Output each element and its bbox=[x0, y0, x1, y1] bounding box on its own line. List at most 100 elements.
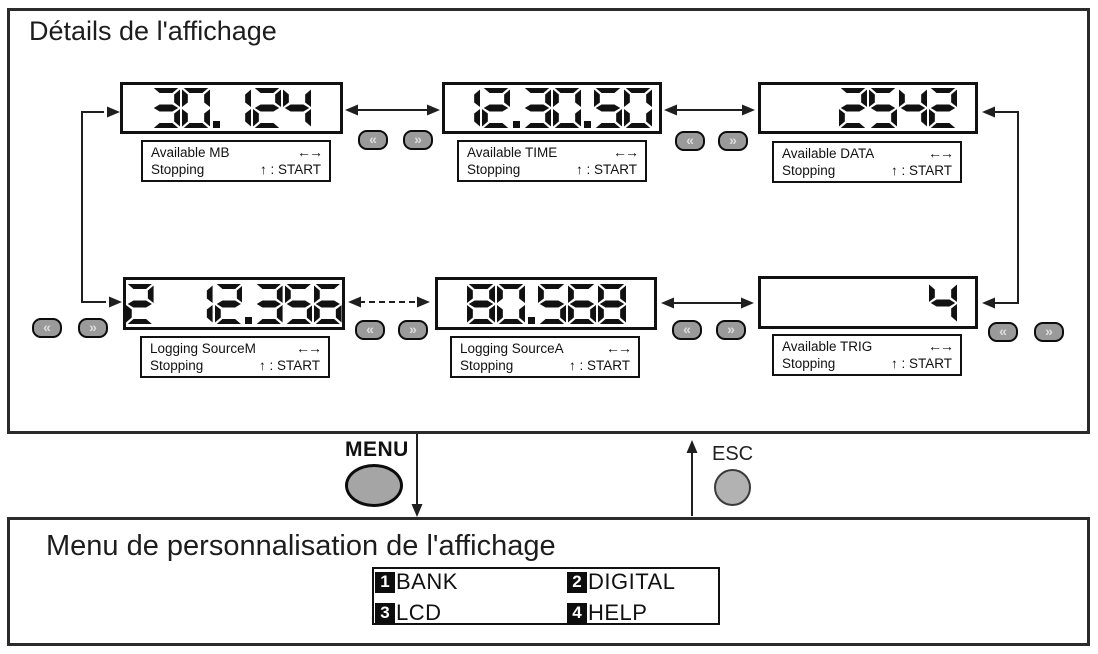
blank-digit bbox=[809, 88, 837, 128]
scroll-right-button[interactable]: » bbox=[718, 131, 748, 151]
seven-segment-digit bbox=[567, 283, 596, 324]
scroll-right-button[interactable]: » bbox=[1034, 322, 1064, 342]
seven-segment-digit bbox=[253, 88, 281, 128]
caption-status: Stopping bbox=[150, 358, 204, 373]
menu-item-bank[interactable]: 1 BANK bbox=[375, 569, 458, 595]
left-right-arrows: ←→ bbox=[613, 144, 639, 160]
scroll-right-button[interactable]: » bbox=[398, 320, 428, 340]
scroll-right-button[interactable]: » bbox=[716, 320, 746, 340]
menu-item-number: 2 bbox=[567, 571, 587, 593]
caption-name: Available TIME bbox=[467, 145, 558, 160]
scroll-left-button[interactable]: « bbox=[358, 130, 388, 150]
caption-status: Stopping bbox=[782, 163, 836, 178]
scroll-left-button[interactable]: « bbox=[32, 318, 62, 338]
caption-action: ↑ : START bbox=[568, 358, 630, 373]
seven-segment-digit bbox=[153, 88, 180, 128]
seven-segment-digit bbox=[314, 283, 343, 324]
lcd-screen-available-time bbox=[442, 82, 662, 134]
scroll-right-button[interactable]: » bbox=[403, 130, 433, 150]
menu-item-label: HELP bbox=[588, 600, 648, 625]
seven-segment-digit bbox=[256, 283, 283, 324]
lcd-screen-available-mb bbox=[120, 82, 343, 134]
blank-digit bbox=[869, 283, 897, 323]
seven-segment-digit bbox=[214, 283, 243, 324]
lcd-caption-available-time: Available TIME ←→ Stopping ↑ : START bbox=[457, 140, 647, 182]
seven-segment-digit bbox=[482, 88, 510, 128]
lcd-caption-available-trig: Available TRIG←→ Stopping↑ : START bbox=[772, 334, 962, 376]
caption-name: Logging SourceA bbox=[460, 341, 564, 356]
seven-segment-digit bbox=[524, 88, 551, 128]
caption-name: Available MB bbox=[151, 145, 230, 160]
esc-key-button[interactable] bbox=[714, 469, 751, 506]
scroll-left-button[interactable]: « bbox=[355, 320, 385, 340]
seven-segment-digit bbox=[869, 88, 897, 128]
left-right-arrows: ←→ bbox=[297, 144, 323, 160]
menu-key-button[interactable] bbox=[345, 464, 403, 507]
seven-segment-digit bbox=[537, 283, 566, 324]
caption-status: Stopping bbox=[782, 356, 836, 371]
scroll-left-button[interactable]: « bbox=[675, 131, 705, 151]
menu-item-label: BANK bbox=[396, 569, 458, 594]
menu-item-lcd[interactable]: 3 LCD bbox=[375, 600, 442, 626]
seven-segment-digit bbox=[284, 283, 313, 324]
menu-key-label: MENU bbox=[345, 438, 409, 461]
menu-item-number: 4 bbox=[567, 602, 587, 624]
lcd-caption-available-mb: Available MB ←→ Stopping ↑ : START bbox=[141, 140, 331, 182]
seven-segment-digit bbox=[839, 88, 867, 128]
seven-segment-digit bbox=[466, 283, 495, 324]
seven-segment-digit bbox=[594, 88, 622, 128]
seven-segment-digit bbox=[474, 89, 480, 127]
blank-digit bbox=[809, 283, 837, 323]
seven-segment-digit bbox=[125, 283, 154, 324]
customization-menu-box bbox=[372, 567, 720, 625]
blank-digit bbox=[779, 283, 807, 323]
menu-item-label: LCD bbox=[396, 600, 442, 625]
seven-segment-digit bbox=[929, 88, 957, 128]
lcd-screen-logging-sourcem bbox=[123, 277, 345, 330]
caption-action: ↑ : START bbox=[258, 358, 320, 373]
decimal-point bbox=[583, 88, 592, 128]
lcd-caption-logging-sourcea: Logging SourceA ←→ Stopping ↑ : START bbox=[450, 336, 640, 378]
seven-segment-digit bbox=[182, 88, 210, 128]
blank-digit bbox=[839, 283, 867, 323]
lcd-screen-available-trig bbox=[758, 276, 978, 329]
esc-key-label: ESC bbox=[712, 443, 754, 465]
menu-item-help[interactable]: 4 HELP bbox=[567, 600, 647, 626]
left-right-arrows: ←→ bbox=[928, 338, 954, 354]
top-panel-title: Détails de l'affichage bbox=[29, 16, 277, 46]
menu-item-number: 1 bbox=[375, 571, 395, 593]
caption-action: ↑ : START bbox=[259, 162, 321, 177]
caption-status: Stopping bbox=[151, 162, 205, 177]
caption-status: Stopping bbox=[467, 162, 521, 177]
decimal-point bbox=[212, 88, 221, 128]
menu-item-digital[interactable]: 2 DIGITAL bbox=[567, 569, 675, 595]
blank-digit bbox=[899, 283, 927, 323]
bottom-panel-title: Menu de personnalisation de l'affichage bbox=[46, 530, 556, 562]
seven-segment-digit bbox=[283, 89, 311, 127]
seven-segment-digit bbox=[624, 88, 652, 128]
decimal-point bbox=[512, 88, 521, 128]
scroll-right-button[interactable]: » bbox=[78, 318, 108, 338]
scroll-left-button[interactable]: « bbox=[988, 322, 1018, 342]
seven-segment-digit bbox=[207, 285, 213, 322]
caption-action: ↑ : START bbox=[890, 163, 952, 178]
lcd-caption-available-data: Available DATA←→ Stopping↑ : START bbox=[772, 141, 962, 183]
blank-digit bbox=[156, 284, 184, 324]
blank-digit bbox=[779, 88, 807, 128]
menu-item-label: DIGITAL bbox=[588, 569, 676, 594]
seven-segment-digit bbox=[496, 283, 525, 324]
lcd-screen-available-data bbox=[758, 82, 978, 134]
scroll-left-button[interactable]: « bbox=[672, 320, 702, 340]
caption-status: Stopping bbox=[460, 358, 514, 373]
caption-name: Available DATA bbox=[782, 146, 875, 161]
caption-name: Available TRIG bbox=[782, 339, 873, 354]
seven-segment-digit bbox=[553, 88, 581, 128]
decimal-point bbox=[527, 284, 536, 324]
left-right-arrows: ←→ bbox=[296, 340, 322, 356]
left-right-arrows: ←→ bbox=[606, 340, 632, 356]
decimal-point bbox=[244, 284, 253, 324]
lcd-caption-logging-sourcem: Logging SourceM←→ Stopping↑ : START bbox=[140, 336, 330, 378]
seven-segment-digit bbox=[899, 89, 927, 127]
caption-action: ↑ : START bbox=[575, 162, 637, 177]
